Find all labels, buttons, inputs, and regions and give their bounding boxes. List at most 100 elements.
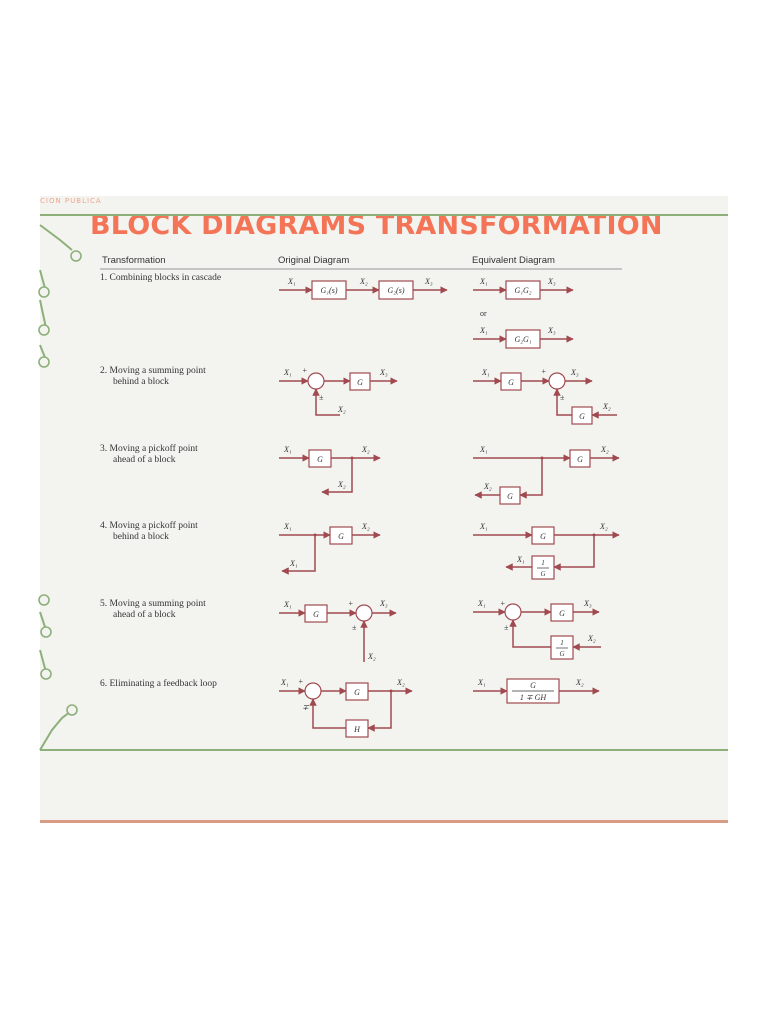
sign-label: + [541, 367, 546, 376]
block-label: G [354, 688, 360, 697]
row-4-original-diagram: X₁ X₂ X₁ G [279, 522, 381, 575]
row-5-label: 5. Moving a summing point ahead of a blo… [100, 599, 260, 621]
block-label: G [317, 455, 323, 464]
row-2-label: 2. Moving a summing point behind a block [100, 366, 260, 388]
row-4-label: 4. Moving a pickoff point behind a block [100, 521, 260, 543]
circuit-node-icon [40, 626, 52, 638]
column-header-equivalent: Equivalent Diagram [472, 255, 555, 266]
signal-label: X₃ [379, 368, 388, 377]
feedback-arrow [367, 691, 392, 732]
block-label: G [357, 378, 363, 387]
sign-label: ± [504, 623, 509, 632]
signal-label: X₂ [599, 522, 608, 531]
signal-label: X₁ [477, 678, 486, 687]
signal-label: X₂ [337, 405, 346, 414]
fraction-numerator: G [530, 681, 536, 690]
signal-label: X₁ [280, 678, 289, 687]
block-label: G [577, 455, 583, 464]
block-label: G [313, 610, 319, 619]
circuit-node-icon [40, 668, 52, 680]
summing-point-icon [504, 603, 522, 621]
row-3-original-diagram: X₁ X₂ X₂ G [279, 445, 381, 496]
row-number: 4. [100, 521, 108, 531]
row-6-label: 6. Eliminating a feedback loop [100, 679, 260, 690]
pickoff-branch-arrow [321, 458, 353, 496]
signal-label: X₁ [477, 599, 486, 608]
fraction-denominator: G [559, 650, 564, 658]
signal-label: X₁ [289, 559, 298, 568]
row-5-equivalent-diagram: X₁ + ± X₂ X₃ G 1 G [473, 599, 601, 660]
summing-point-icon [307, 372, 325, 390]
block-label: H [353, 725, 361, 734]
row-text: Moving a summing point [109, 366, 206, 376]
side-input-arrow [509, 619, 551, 648]
signal-label: X₂ [600, 445, 609, 454]
row-1-original-diagram: X₁ X₂ X₃ G₁(s) G₂(s) [279, 277, 448, 300]
sign-label: + [348, 599, 353, 608]
signal-label: X₁ [283, 445, 292, 454]
signal-label: X₂ [361, 522, 370, 531]
sign-label: + [302, 366, 307, 375]
signal-label: X₁ [287, 277, 296, 286]
signal-label: X₁ [479, 277, 488, 286]
signal-label: X₂ [367, 652, 376, 661]
sign-label: ± [352, 623, 357, 632]
row-3-equivalent-diagram: X₁ X₂ X₂ G G [473, 445, 620, 505]
column-header-original: Original Diagram [278, 255, 350, 266]
signal-label: X₁ [479, 445, 488, 454]
summing-point-icon [355, 604, 373, 622]
signal-label: X₃ [547, 326, 556, 335]
pickoff-branch-arrow [281, 535, 316, 575]
row-text: Moving a pickoff point [109, 521, 198, 531]
signal-label: X₃ [547, 277, 556, 286]
circuit-node-icon [70, 250, 82, 262]
row-text: ahead of a block [113, 610, 176, 620]
signal-label: X₁ [283, 600, 292, 609]
row-number: 1. [100, 273, 108, 283]
side-input-arrow [312, 388, 340, 416]
signal-label: X₂ [396, 678, 405, 687]
circuit-node-icon [38, 286, 50, 298]
row-text: Eliminating a feedback loop [109, 679, 217, 689]
pickoff-branch-arrow [553, 535, 595, 571]
block-label: G [338, 532, 344, 541]
signal-label: X₂ [359, 277, 368, 286]
signal-label: X₃ [570, 368, 579, 377]
block-label: G [579, 412, 585, 421]
signal-label: X₂ [575, 678, 584, 687]
row-number: 3. [100, 444, 108, 454]
pickoff-point-icon [350, 456, 354, 460]
circuit-node-icon [38, 356, 50, 368]
row-number: 6. [100, 679, 108, 689]
row-number: 2. [100, 366, 108, 376]
circuit-node-icon [66, 704, 78, 716]
signal-label: X₁ [479, 522, 488, 531]
decorative-frame [38, 214, 728, 751]
row-1-label: 1. Combining blocks in cascade [100, 273, 260, 284]
sign-label: ± [319, 393, 324, 402]
feedback-arrow [309, 698, 346, 729]
signal-label: X₂ [587, 634, 596, 643]
signal-label: X₁ [516, 555, 525, 564]
row-text: behind a block [113, 377, 169, 387]
signal-label: X₁ [479, 326, 488, 335]
sign-label: + [298, 677, 303, 686]
row-text: Moving a pickoff point [109, 444, 198, 454]
block-label: G [507, 492, 513, 501]
row-6-original-diagram: X₁ + ∓ X₂ G H [279, 677, 413, 738]
signal-label: X₂ [602, 402, 611, 411]
block-label: G [540, 532, 546, 541]
row-1-equivalent-diagram: X₁ X₃ G₁G₂ or X₁ X₃ G₂G₁ [473, 277, 574, 349]
sign-label: ± [560, 393, 565, 402]
summing-point-icon [548, 372, 566, 390]
sheet-bottom-edge [40, 820, 728, 823]
sign-label: + [500, 599, 505, 608]
row-text: Combining blocks in cascade [109, 273, 222, 283]
row-4-equivalent-diagram: X₁ X₂ X₁ G 1 G [473, 522, 620, 580]
header-word: CION PUBLICA [40, 197, 102, 205]
or-label: or [480, 309, 487, 318]
row-3-label: 3. Moving a pickoff point ahead of a blo… [100, 444, 260, 466]
block-label: G [559, 609, 565, 618]
signal-label: X₃ [379, 599, 388, 608]
